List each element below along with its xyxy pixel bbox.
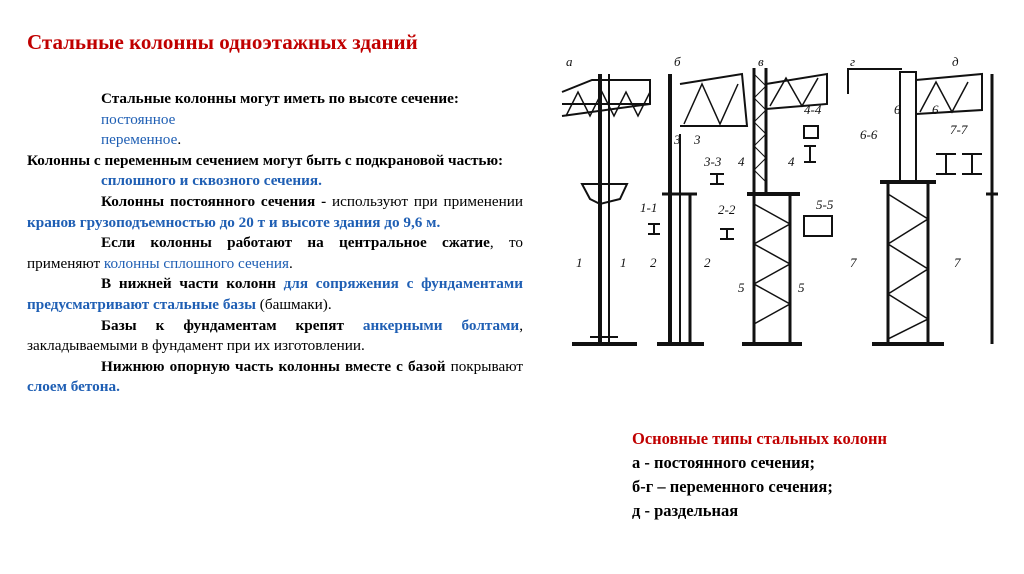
section-label: 4-4 bbox=[804, 102, 822, 117]
section-label: 2-2 bbox=[718, 202, 736, 217]
paragraph-6: Базы к фундаментам крепят анкерными болт… bbox=[27, 316, 523, 357]
cut-mark: 4 bbox=[788, 154, 795, 169]
cut-mark: 6 bbox=[894, 102, 901, 117]
paragraph-5: В нижней части колонн для сопряжения с ф… bbox=[27, 274, 523, 315]
paragraph-3: Колонны постоянного сечения - используют… bbox=[27, 192, 523, 233]
p3-a: Колонны постоянного сечения - bbox=[101, 192, 333, 210]
cut-mark: 5 bbox=[738, 280, 745, 295]
p4-a: Если колонны работают на центральное bbox=[101, 234, 442, 252]
p4-d: колонны сплошного сечения bbox=[103, 254, 289, 272]
figure-letter: д bbox=[952, 54, 959, 69]
section-label: 7-7 bbox=[950, 122, 968, 137]
column-e bbox=[986, 74, 998, 344]
list-item: сплошного и сквозного сечения. bbox=[101, 172, 322, 190]
p1-item2-text: переменное bbox=[101, 131, 178, 149]
p4-b: сжатие bbox=[441, 234, 490, 252]
paragraph-7: Нижнюю опорную часть колонны вместе с ба… bbox=[27, 357, 523, 398]
cut-mark: 3 bbox=[673, 132, 681, 147]
p7-d: слоем бетона. bbox=[27, 378, 120, 396]
p3-c: кранов грузоподъемностью до 20 т и высот… bbox=[27, 213, 441, 231]
cut-mark: 1 bbox=[576, 255, 583, 270]
cut-mark: 2 bbox=[704, 255, 711, 270]
p6-b: анкерными болтами bbox=[362, 316, 520, 334]
paragraph-2: Колонны с переменным сечением могут быть… bbox=[27, 151, 504, 169]
p5-b: для сопряжения с фундаментами предусматр… bbox=[27, 275, 523, 313]
figure-letter: в bbox=[758, 54, 764, 69]
p7-a: Нижнюю опорную часть колонны вместе с bbox=[101, 357, 408, 375]
p7-c: покрывают bbox=[445, 357, 523, 375]
p5-c: (башмаки). bbox=[256, 295, 332, 313]
section-label: 5-5 bbox=[816, 197, 834, 212]
cut-mark: 2 bbox=[650, 255, 657, 270]
p1-text: Стальные колонны могут иметь по высоте с… bbox=[101, 90, 459, 107]
page-title: Стальные колонны одноэтажных зданий bbox=[27, 30, 418, 54]
caption-heading: Основные типы стальных колонн bbox=[632, 429, 887, 448]
cut-mark: 3 bbox=[693, 132, 701, 147]
column-b bbox=[657, 72, 749, 346]
column-a bbox=[561, 74, 651, 346]
figure-caption: Основные типы стальных колонн а - постоя… bbox=[632, 427, 887, 523]
p3-b: используют при применении bbox=[332, 192, 523, 210]
figure-letter: а bbox=[566, 54, 573, 69]
body-text: Стальные колонны могут иметь по высоте с… bbox=[27, 89, 523, 398]
cut-mark: 5 bbox=[798, 280, 805, 295]
column-c bbox=[742, 68, 828, 346]
paragraph-1: Стальные колонны могут иметь по высоте с… bbox=[27, 89, 523, 110]
caption-line: б-г – переменного сечения; bbox=[632, 477, 833, 496]
p4-c: , то применяют bbox=[27, 234, 523, 272]
section-details bbox=[648, 125, 982, 240]
cut-mark: 4 bbox=[738, 154, 745, 169]
steel-columns-drawing: а б в г д 1-1 2-2 3-3 4-4 5-5 6-6 7-7 1 … bbox=[561, 54, 998, 346]
caption-line: а - постоянного сечения; bbox=[632, 453, 816, 472]
list-item: постоянное bbox=[101, 110, 176, 128]
p5-a: В нижней части колонн bbox=[101, 275, 284, 293]
p7-b: базой bbox=[407, 357, 446, 375]
p1-item2-end: . bbox=[177, 131, 182, 149]
list-item: переменное. bbox=[27, 130, 523, 151]
cut-mark: 7 bbox=[954, 255, 961, 270]
p6-a: Базы к фундаментам крепят bbox=[101, 316, 363, 334]
figure-letter: б bbox=[674, 54, 681, 69]
figure-letter: г bbox=[850, 54, 855, 69]
cut-mark: 7 bbox=[850, 255, 857, 270]
p6-c: , закладываемыми в фундамент при их изго… bbox=[27, 316, 523, 355]
paragraph-4: Если колонны работают на центральное сжа… bbox=[27, 233, 523, 274]
p4-e: . bbox=[288, 254, 293, 272]
section-label: 1-1 bbox=[640, 200, 657, 215]
section-label: 6-6 bbox=[860, 127, 878, 142]
column-d bbox=[847, 68, 983, 346]
cut-mark: 1 bbox=[620, 255, 627, 270]
section-label: 3-3 bbox=[703, 154, 722, 169]
caption-line: д - раздельная bbox=[632, 501, 739, 520]
cut-mark: 6 bbox=[932, 102, 939, 117]
